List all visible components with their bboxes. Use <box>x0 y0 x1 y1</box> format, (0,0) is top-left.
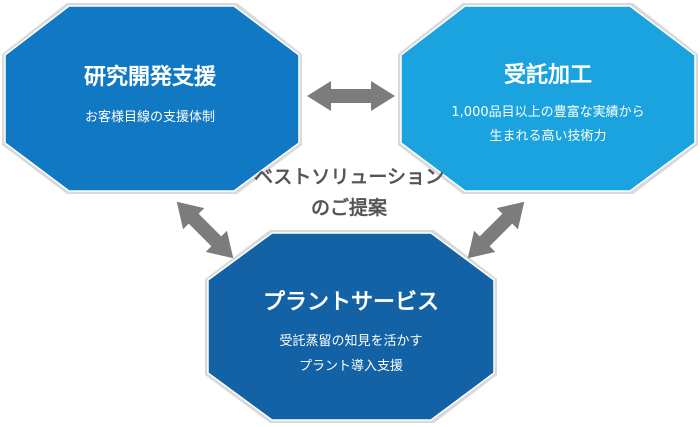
hex-plant-service-subtitle-line1: 受託蒸留の知見を活かす <box>279 333 422 349</box>
hex-research-development-subtitle: お客様目線の支援体制 <box>85 109 215 125</box>
hex-research-development: 研究開発支援 お客様目線の支援体制 <box>2 3 302 194</box>
hex-plant-service-title: プラントサービス <box>263 290 439 315</box>
hex-research-development-shape <box>4 5 300 192</box>
hex-research-development-title: 研究開発支援 <box>84 64 217 90</box>
hex-plant-service-subtitle-line2: プラント導入支援 <box>299 359 403 374</box>
center-caption-line2: のご提案 <box>311 196 388 219</box>
hex-contract-processing-title: 受託加工 <box>504 62 592 88</box>
hex-contract-processing: 受託加工 1,000品目以上の豊富な実績から 生まれる高い技術力 <box>398 3 698 194</box>
arrow-rd-contract-shape <box>307 81 395 111</box>
arrow-rd-plant-shape <box>176 201 234 259</box>
arrow-rd-plant <box>176 201 234 259</box>
hex-contract-processing-subtitle-line2: 生まれる高い技術力 <box>489 128 606 144</box>
arrow-contract-plant-shape <box>467 201 525 259</box>
hex-contract-processing-subtitle-line1: 1,000品目以上の豊富な実績から <box>451 104 644 120</box>
arrow-contract-plant <box>467 201 525 259</box>
arrow-rd-contract <box>307 81 395 111</box>
hex-contract-processing-shape <box>400 5 696 192</box>
hex-plant-service-shape <box>207 232 495 421</box>
center-caption-line1: ベストソリューション <box>254 166 444 188</box>
hex-plant-service: プラントサービス 受託蒸留の知見を活かす プラント導入支援 <box>205 230 497 423</box>
